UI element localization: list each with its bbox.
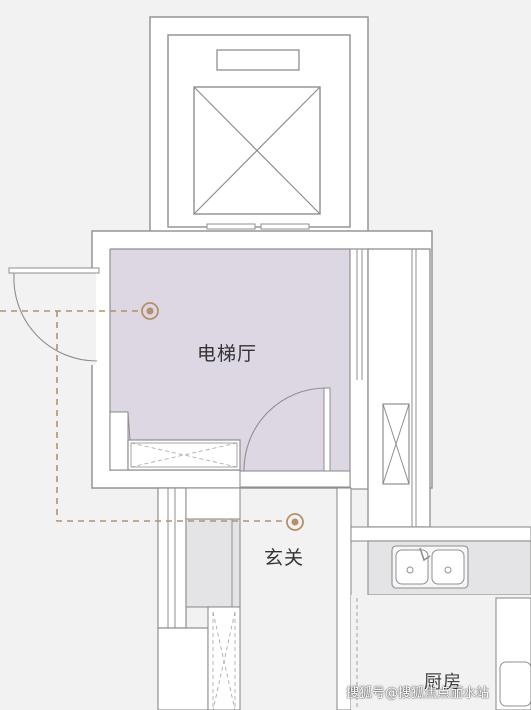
hall-marker-ring: [141, 302, 159, 320]
foyer-lower-cross-b: [212, 611, 236, 710]
sink-drain-right: [444, 566, 452, 574]
foyer-marker-ring: [286, 513, 304, 531]
foyer-marker-dot: [291, 518, 299, 526]
left-door-gap: [90, 270, 96, 365]
right-corridor: [367, 248, 431, 528]
shoe-cabinet: [127, 439, 241, 471]
watermark: 搜狐号@搜狐焦点丽水站: [346, 686, 490, 701]
foyer-left-wall: [157, 487, 187, 629]
room-label-elevator-hall: 电梯厅: [197, 343, 258, 365]
room-label-foyer: 玄关: [264, 547, 305, 569]
right-cabinet-cross-b: [382, 403, 410, 485]
foyer-right-wall: [336, 487, 352, 710]
elevator-hall-area: [110, 249, 350, 471]
hall-inner-door-swing: [243, 387, 327, 472]
hall-right-column: [349, 248, 369, 490]
left-door-leaf: [8, 267, 100, 274]
hall-marker-dot: [146, 307, 154, 315]
left-door-swing: [13, 272, 98, 362]
hall-bottom-wall: [239, 470, 351, 488]
shoe-cabinet-inner: [130, 442, 238, 468]
shoe-cabinet-side: [109, 411, 129, 471]
guide-line-foyer: [56, 311, 283, 522]
sink-basin-left: [395, 549, 429, 585]
hall-inner-door-leaf: [323, 387, 331, 472]
elevator-door-right: [260, 223, 310, 230]
faucet-icon: [419, 547, 431, 562]
elevator-panel: [216, 49, 300, 71]
elevator-door-left: [206, 223, 256, 230]
shoe-cabinet-bevel: [110, 411, 131, 441]
foyer-lower-wall: [157, 627, 209, 710]
foyer-cabinet: [185, 518, 241, 608]
kitchen-appliance-inner: [499, 661, 531, 707]
room-label-kitchen: 厨房: [424, 672, 462, 693]
sink-drain-left: [406, 566, 414, 574]
kitchen-top-wall: [350, 526, 531, 542]
elevator-car-cross-b: [193, 86, 321, 215]
kitchen-appliance: [495, 597, 531, 710]
foyer-cabinet-top: [185, 487, 241, 520]
